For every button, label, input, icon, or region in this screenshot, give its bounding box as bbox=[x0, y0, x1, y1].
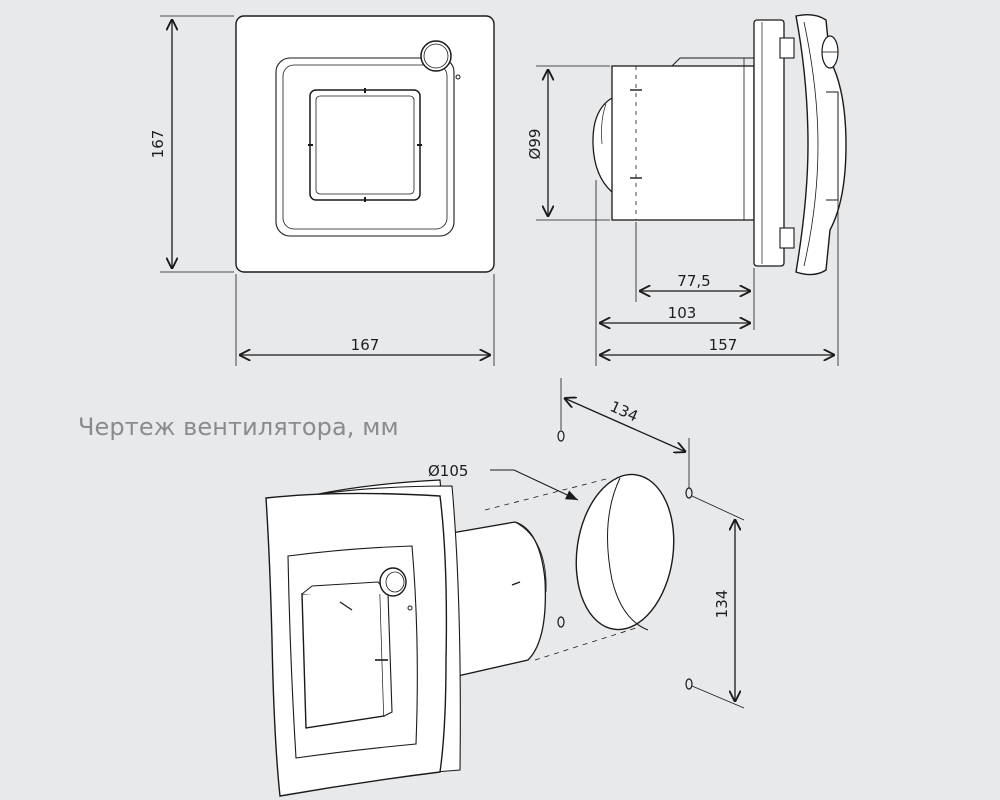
front-height-dimension: 167 bbox=[149, 15, 234, 273]
front-center-plate bbox=[309, 89, 421, 201]
iso-knob-icon bbox=[379, 567, 407, 597]
iso-duct-ring bbox=[575, 473, 675, 631]
side-view bbox=[592, 13, 847, 276]
side-depth-dimensions: 77,5 103 157 bbox=[595, 180, 839, 366]
side-mount-plate bbox=[753, 19, 785, 267]
side-body bbox=[611, 65, 755, 221]
iso-motor-body bbox=[439, 521, 547, 681]
mount-hole-icon bbox=[557, 616, 565, 628]
front-view bbox=[235, 15, 495, 273]
side-diameter-label: Ø99 bbox=[526, 129, 544, 160]
iso-hole-spacing-top-label: 134 bbox=[607, 397, 640, 425]
side-depth-a-label: 77,5 bbox=[677, 272, 710, 290]
front-width-dimension: 167 bbox=[235, 274, 495, 366]
mount-hole-icon bbox=[685, 487, 693, 499]
iso-duct-diameter-label: Ø105 bbox=[428, 462, 468, 480]
mount-hole-icon bbox=[685, 678, 693, 690]
side-dome bbox=[592, 97, 613, 193]
side-diameter-dimension: Ø99 bbox=[526, 65, 610, 221]
front-width-label: 167 bbox=[351, 336, 380, 354]
isometric-view bbox=[265, 430, 693, 797]
side-depth-total-label: 157 bbox=[709, 336, 738, 354]
drawing-caption: Чертеж вентилятора, мм bbox=[78, 413, 399, 441]
knob-icon bbox=[420, 40, 452, 72]
side-depth-b-label: 103 bbox=[668, 304, 697, 322]
front-height-label: 167 bbox=[149, 130, 167, 159]
iso-hole-spacing-side-label: 134 bbox=[713, 590, 731, 619]
iso-dimensions: Ø105 134 134 bbox=[428, 378, 745, 709]
indicator-led-icon bbox=[455, 74, 461, 80]
iso-center-plate bbox=[301, 587, 385, 729]
mount-hole-icon bbox=[557, 430, 565, 442]
